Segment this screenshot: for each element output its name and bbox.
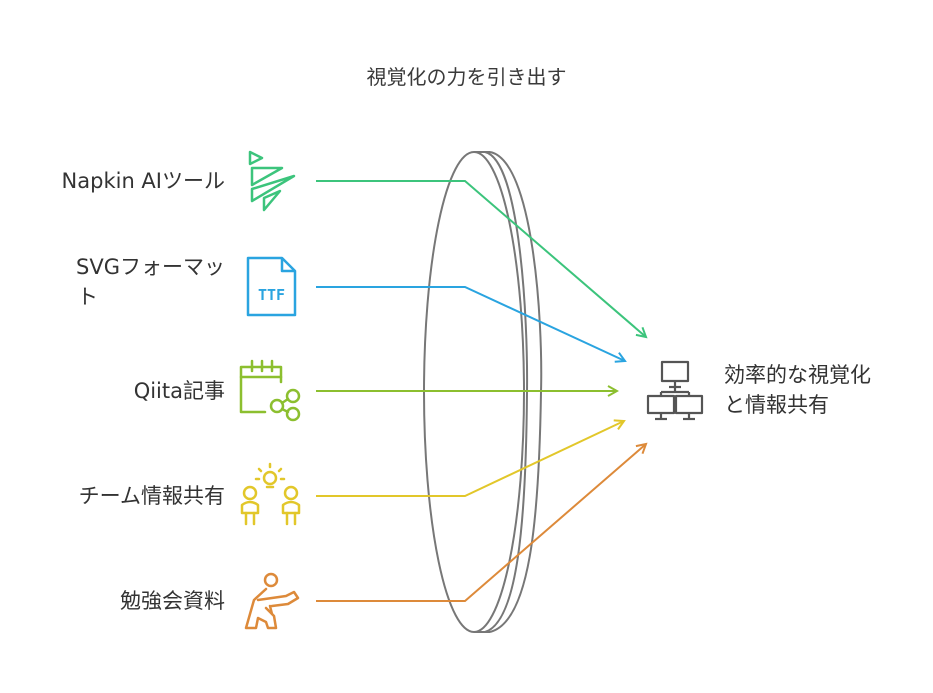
- ttf-file-icon: TTF: [246, 256, 297, 317]
- outcome-label: 効率的な視覚化 と情報共有: [724, 360, 871, 420]
- connector-study: [316, 444, 646, 602]
- napkin-logo-icon: [248, 150, 296, 212]
- diagram-title: 視覚化の力を引き出す: [366, 65, 567, 89]
- calendar-share-icon: [239, 359, 301, 422]
- connector-svg: [316, 286, 625, 361]
- input-label-team: チーム情報共有: [78, 484, 225, 508]
- outcome-label-line2: と情報共有: [724, 393, 829, 417]
- team-lightbulb-icon: [240, 462, 301, 526]
- network-computers-icon: [646, 360, 704, 421]
- input-label-svg-line2: ト: [77, 285, 99, 309]
- ttf-file-text: TTF: [258, 286, 285, 304]
- input-label-svg-line1: SVGフォーマッ: [76, 255, 225, 279]
- input-label-svg: SVGフォーマッ ト: [76, 252, 225, 312]
- input-label-napkin: Napkin AIツール: [61, 169, 225, 193]
- connector-napkin: [316, 180, 646, 337]
- outcome-label-line1: 効率的な視覚化: [724, 363, 871, 387]
- presenter-icon: [244, 572, 300, 630]
- connector-team: [316, 421, 624, 497]
- input-label-qiita: Qiita記事: [133, 379, 225, 403]
- input-label-study: 勉強会資料: [120, 589, 225, 613]
